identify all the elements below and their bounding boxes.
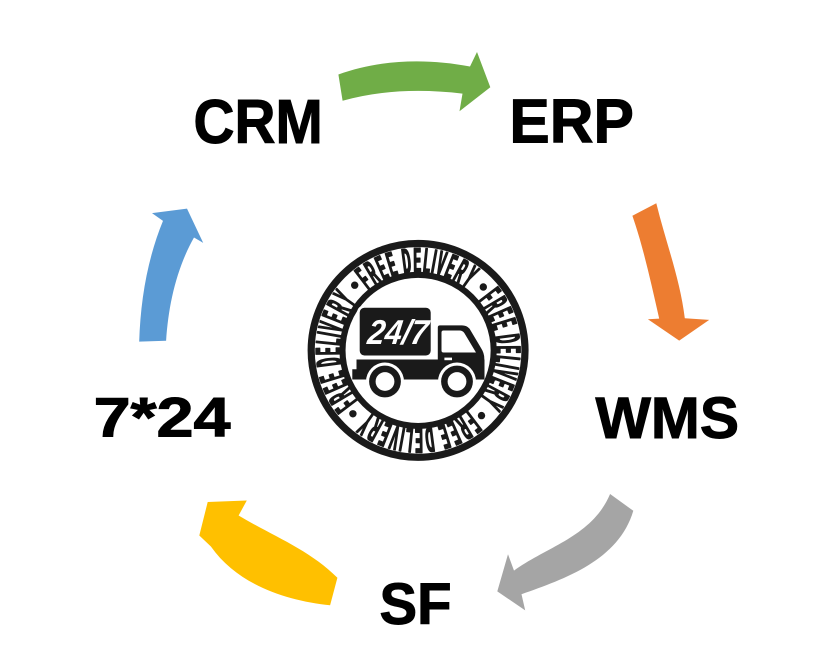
svg-text:SF: SF bbox=[380, 572, 452, 637]
svg-text:7*24: 7*24 bbox=[94, 386, 231, 449]
svg-text:WMS: WMS bbox=[596, 386, 740, 451]
svg-text:ERP: ERP bbox=[509, 87, 634, 157]
svg-text:CRM: CRM bbox=[194, 88, 323, 157]
